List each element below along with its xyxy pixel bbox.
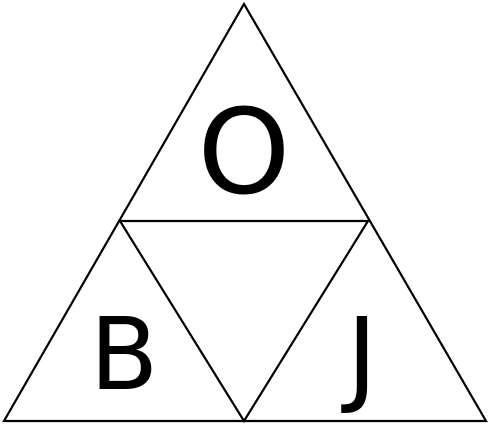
letter-top: O xyxy=(198,83,291,221)
letter-bottom-right: J xyxy=(341,295,378,417)
letter-bottom-left: B xyxy=(90,296,159,413)
inner-triangle xyxy=(118,219,370,424)
